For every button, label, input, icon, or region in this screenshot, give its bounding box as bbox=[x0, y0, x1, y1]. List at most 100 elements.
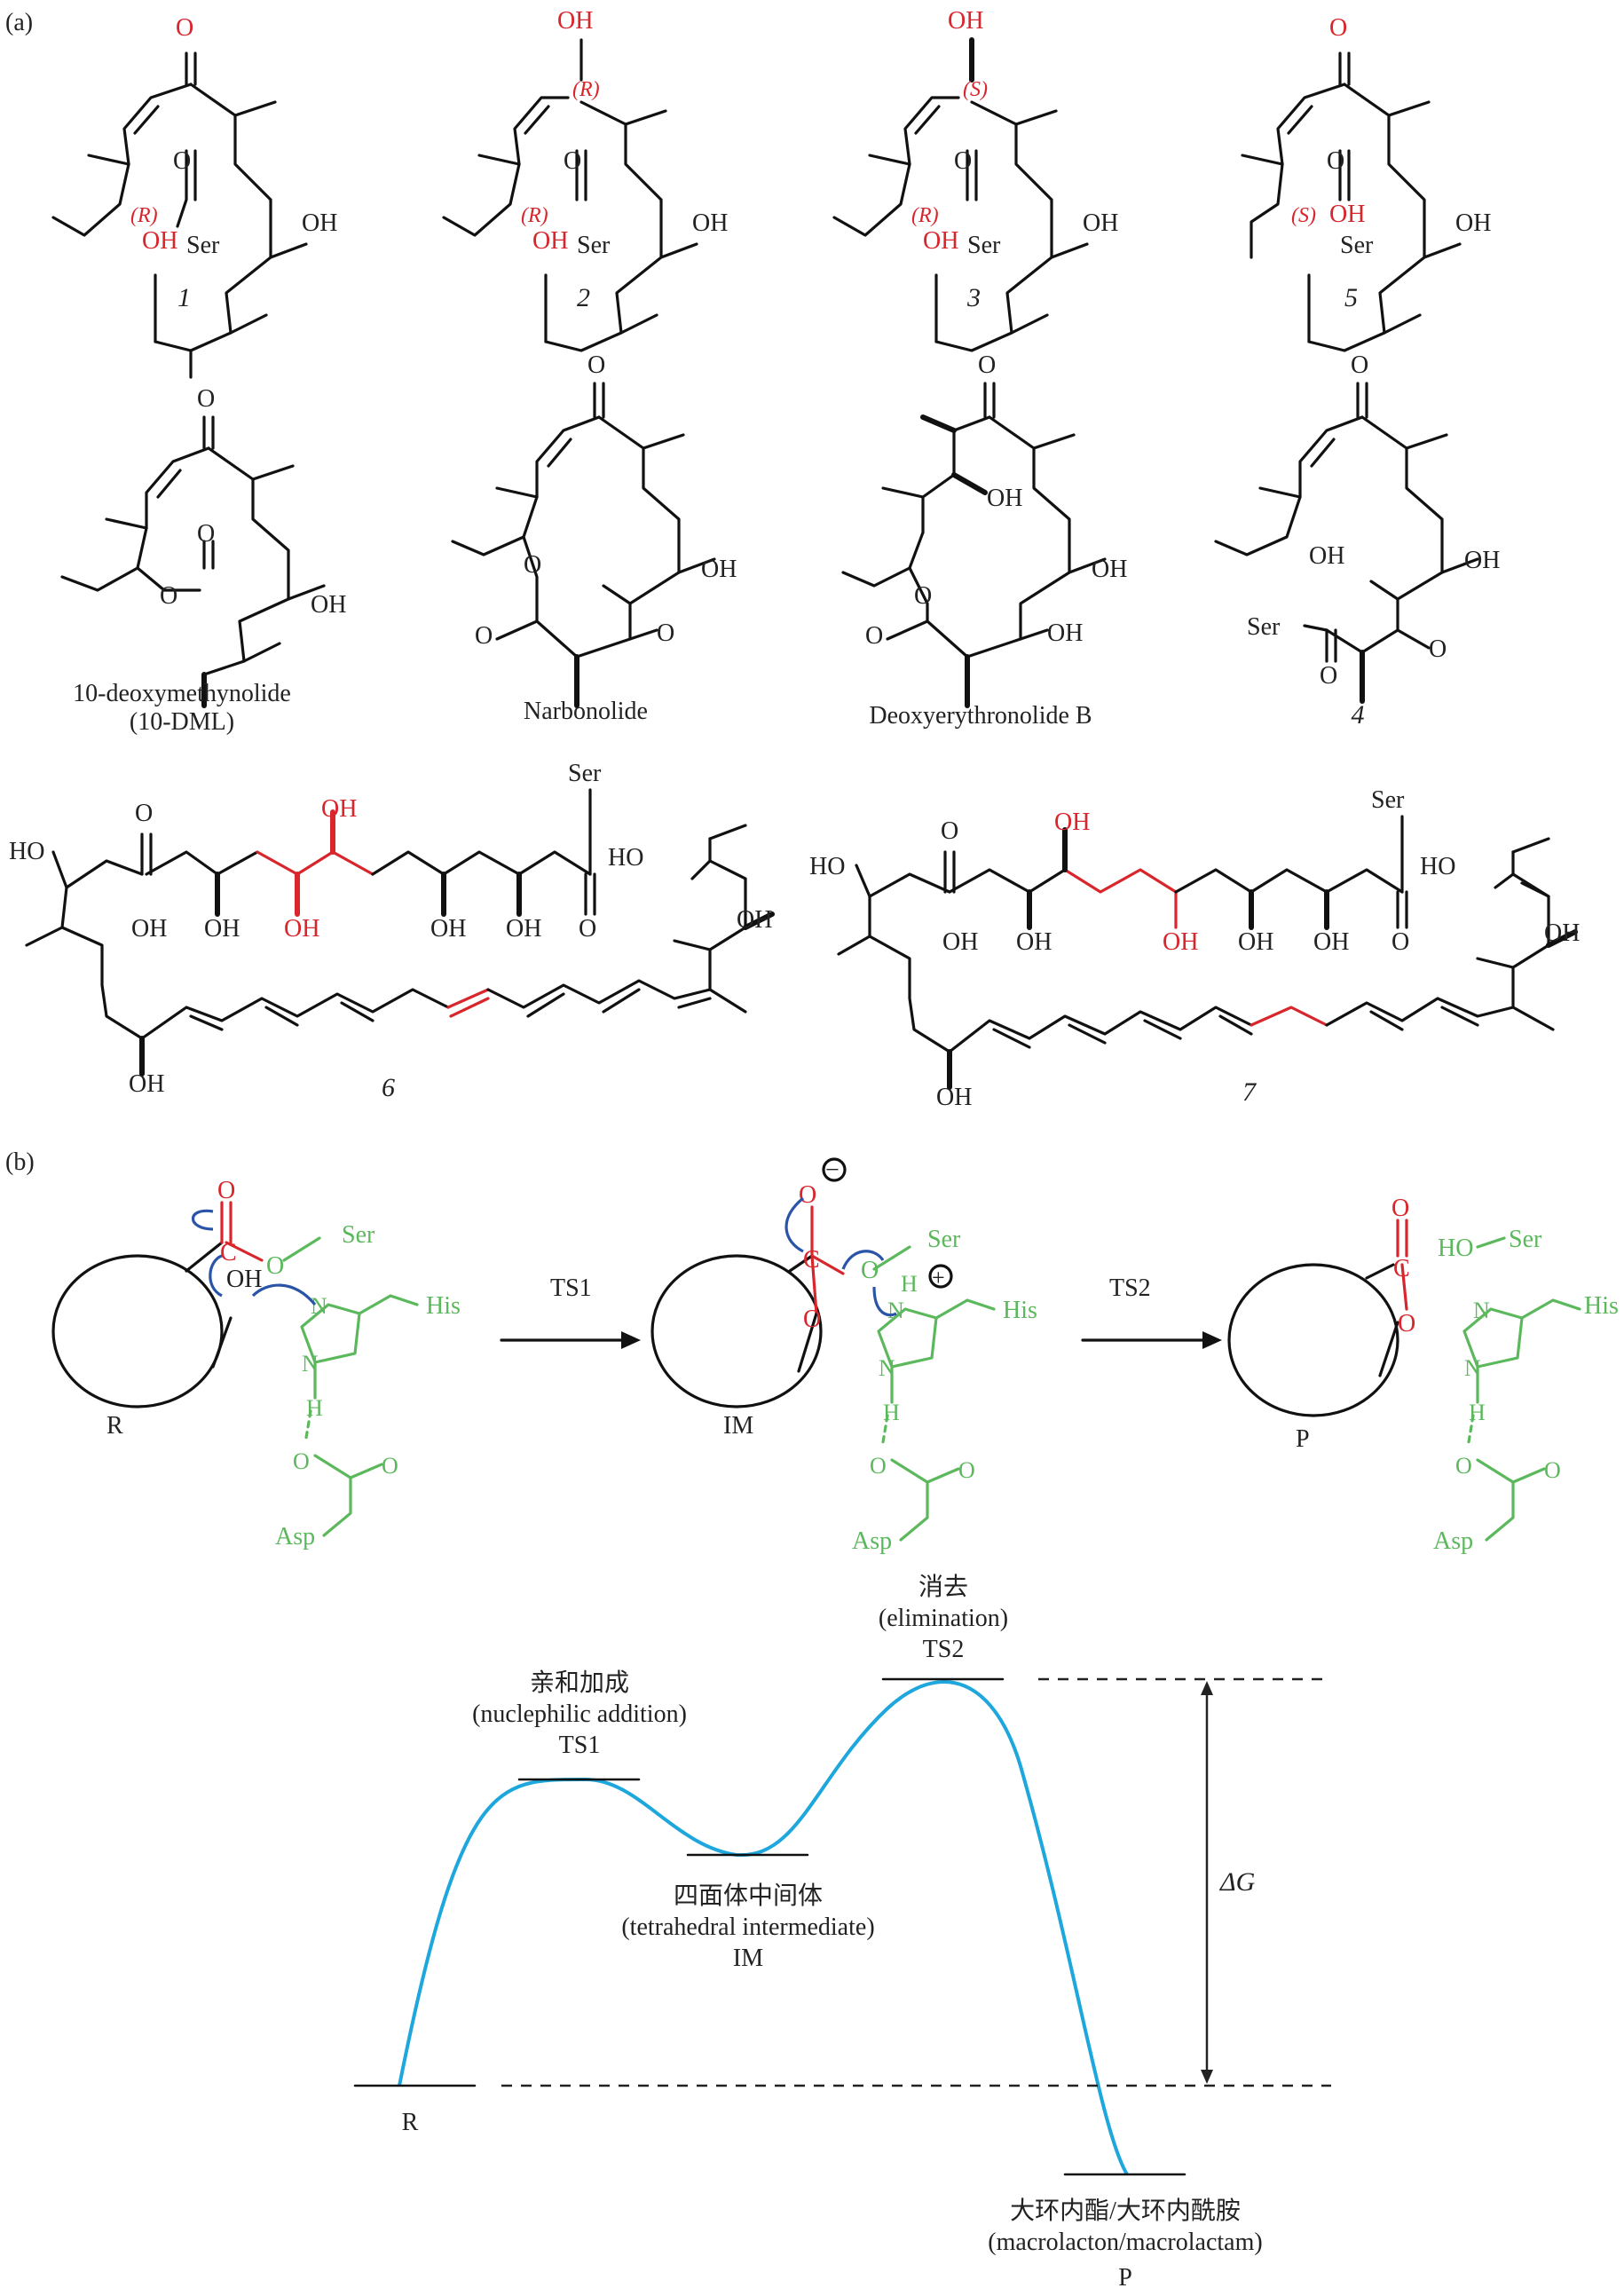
svg-text:(elimination): (elimination) bbox=[879, 1605, 1008, 1632]
svg-text:2: 2 bbox=[577, 283, 590, 312]
svg-text:Ser: Ser bbox=[967, 232, 1001, 259]
svg-text:O: O bbox=[524, 551, 541, 579]
compound-10dml: O O O OH 10-deoxymethynolide (10-DML) bbox=[60, 385, 346, 736]
svg-text:N: N bbox=[311, 1293, 327, 1319]
svg-text:O: O bbox=[564, 147, 581, 175]
panel-a-label: (a) bbox=[5, 9, 33, 36]
svg-text:OH: OH bbox=[532, 227, 568, 255]
svg-text:(R): (R) bbox=[521, 204, 548, 227]
svg-text:N: N bbox=[302, 1351, 319, 1377]
svg-text:Deoxyerythronolide B: Deoxyerythronolide B bbox=[869, 702, 1092, 730]
svg-text:OH: OH bbox=[1329, 201, 1365, 228]
svg-text:6: 6 bbox=[382, 1073, 395, 1102]
svg-text:大环内酯/大环内酰胺: 大环内酯/大环内酰胺 bbox=[1010, 2197, 1241, 2225]
svg-text:C: C bbox=[1393, 1255, 1410, 1282]
svg-text:C: C bbox=[220, 1239, 237, 1266]
svg-text:OH: OH bbox=[1047, 619, 1083, 647]
compound-6: HO O Ser HO OH bbox=[9, 760, 775, 1102]
svg-text:O: O bbox=[954, 147, 972, 175]
svg-text:O: O bbox=[799, 1181, 816, 1209]
svg-text:His: His bbox=[426, 1292, 461, 1320]
svg-text:OH: OH bbox=[1016, 928, 1052, 956]
svg-text:N: N bbox=[887, 1298, 904, 1323]
svg-text:N: N bbox=[1473, 1298, 1490, 1323]
svg-text:3: 3 bbox=[966, 283, 981, 312]
svg-text:ΔG: ΔG bbox=[1219, 1867, 1256, 1897]
svg-text:OH: OH bbox=[692, 209, 728, 237]
svg-text:O: O bbox=[803, 1306, 821, 1333]
svg-text:OH: OH bbox=[204, 915, 240, 943]
svg-text:TS2: TS2 bbox=[923, 1636, 965, 1663]
svg-text:OH: OH bbox=[284, 915, 319, 943]
svg-text:OH: OH bbox=[557, 7, 593, 35]
compound-1: O O (R) OH Ser OH 1 bbox=[51, 14, 337, 379]
svg-text:C: C bbox=[803, 1246, 820, 1274]
svg-text:N: N bbox=[879, 1355, 895, 1381]
svg-text:H: H bbox=[883, 1400, 900, 1425]
svg-text:4: 4 bbox=[1352, 700, 1365, 730]
svg-text:O: O bbox=[978, 351, 996, 379]
svg-text:OH: OH bbox=[701, 556, 737, 583]
svg-text:亲和加成: 亲和加成 bbox=[530, 1669, 629, 1697]
svg-text:O: O bbox=[135, 800, 153, 827]
svg-text:Ser: Ser bbox=[1247, 613, 1281, 641]
svg-text:H: H bbox=[306, 1395, 323, 1421]
svg-text:O: O bbox=[657, 619, 674, 647]
svg-text:Asp: Asp bbox=[275, 1523, 315, 1550]
svg-text:O: O bbox=[1544, 1457, 1561, 1483]
svg-text:O: O bbox=[1455, 1453, 1472, 1479]
svg-text:HO: HO bbox=[1438, 1235, 1473, 1262]
svg-text:OH: OH bbox=[1464, 547, 1500, 574]
svg-text:(nuclephilic addition): (nuclephilic addition) bbox=[472, 1700, 687, 1728]
compound-5: O O (S) OH Ser OH 5 bbox=[1241, 14, 1491, 352]
svg-text:HO: HO bbox=[608, 844, 643, 872]
svg-text:P: P bbox=[1296, 1425, 1310, 1453]
svg-text:His: His bbox=[1584, 1292, 1619, 1320]
svg-text:O: O bbox=[587, 351, 605, 379]
svg-text:HO: HO bbox=[809, 853, 845, 880]
svg-text:10-deoxymethynolide: 10-deoxymethynolide bbox=[73, 680, 291, 707]
svg-text:O: O bbox=[293, 1448, 310, 1474]
svg-text:(S): (S) bbox=[963, 78, 988, 101]
svg-text:O: O bbox=[1391, 928, 1409, 956]
svg-text:OH: OH bbox=[987, 485, 1022, 512]
compound-7: HO O Ser HO OH OH bbox=[809, 786, 1580, 1111]
svg-text:Ser: Ser bbox=[342, 1221, 375, 1249]
compound-2: OH (R) O (R) OH Ser OH 2 bbox=[442, 7, 728, 352]
atom-o: O bbox=[176, 14, 193, 42]
svg-text:O: O bbox=[1391, 1195, 1409, 1222]
svg-text:OH: OH bbox=[321, 795, 357, 823]
svg-text:OH: OH bbox=[1083, 209, 1118, 237]
svg-text:O: O bbox=[475, 622, 493, 650]
svg-text:O: O bbox=[865, 622, 883, 650]
svg-text:O: O bbox=[1398, 1310, 1415, 1337]
svg-text:Ser: Ser bbox=[577, 232, 611, 259]
svg-text:OH: OH bbox=[1544, 919, 1580, 947]
svg-text:R: R bbox=[106, 1412, 123, 1440]
svg-text:OH: OH bbox=[942, 928, 978, 956]
svg-text:O: O bbox=[914, 582, 932, 610]
svg-text:N: N bbox=[1464, 1355, 1481, 1381]
energy-diagram: 亲和加成 (nuclephilic addition) TS1 消去 (elim… bbox=[353, 1573, 1331, 2292]
arrow-ts2: TS2 bbox=[1081, 1274, 1222, 1349]
svg-text:TS2: TS2 bbox=[1109, 1274, 1151, 1302]
svg-text:OH: OH bbox=[142, 227, 177, 255]
svg-text:O: O bbox=[870, 1453, 887, 1479]
svg-text:(R): (R) bbox=[572, 78, 600, 101]
svg-text:OH: OH bbox=[1092, 556, 1127, 583]
svg-text:Asp: Asp bbox=[1433, 1527, 1473, 1555]
svg-text:O: O bbox=[382, 1453, 398, 1479]
svg-text:HO: HO bbox=[1420, 853, 1455, 880]
svg-text:O: O bbox=[1351, 351, 1368, 379]
svg-text:OH: OH bbox=[936, 1084, 972, 1111]
mechanism-im: O C O O Ser IM − + H N N H O O His Asp bbox=[650, 1156, 1037, 1555]
svg-text:O: O bbox=[1327, 147, 1344, 175]
svg-text:OH: OH bbox=[226, 1266, 262, 1293]
svg-text:OH: OH bbox=[1238, 928, 1273, 956]
svg-text:IM: IM bbox=[733, 1945, 763, 1972]
svg-text:O: O bbox=[1329, 14, 1347, 42]
svg-text:O: O bbox=[1429, 635, 1447, 663]
svg-text:IM: IM bbox=[723, 1412, 753, 1440]
svg-text:Asp: Asp bbox=[852, 1527, 892, 1555]
